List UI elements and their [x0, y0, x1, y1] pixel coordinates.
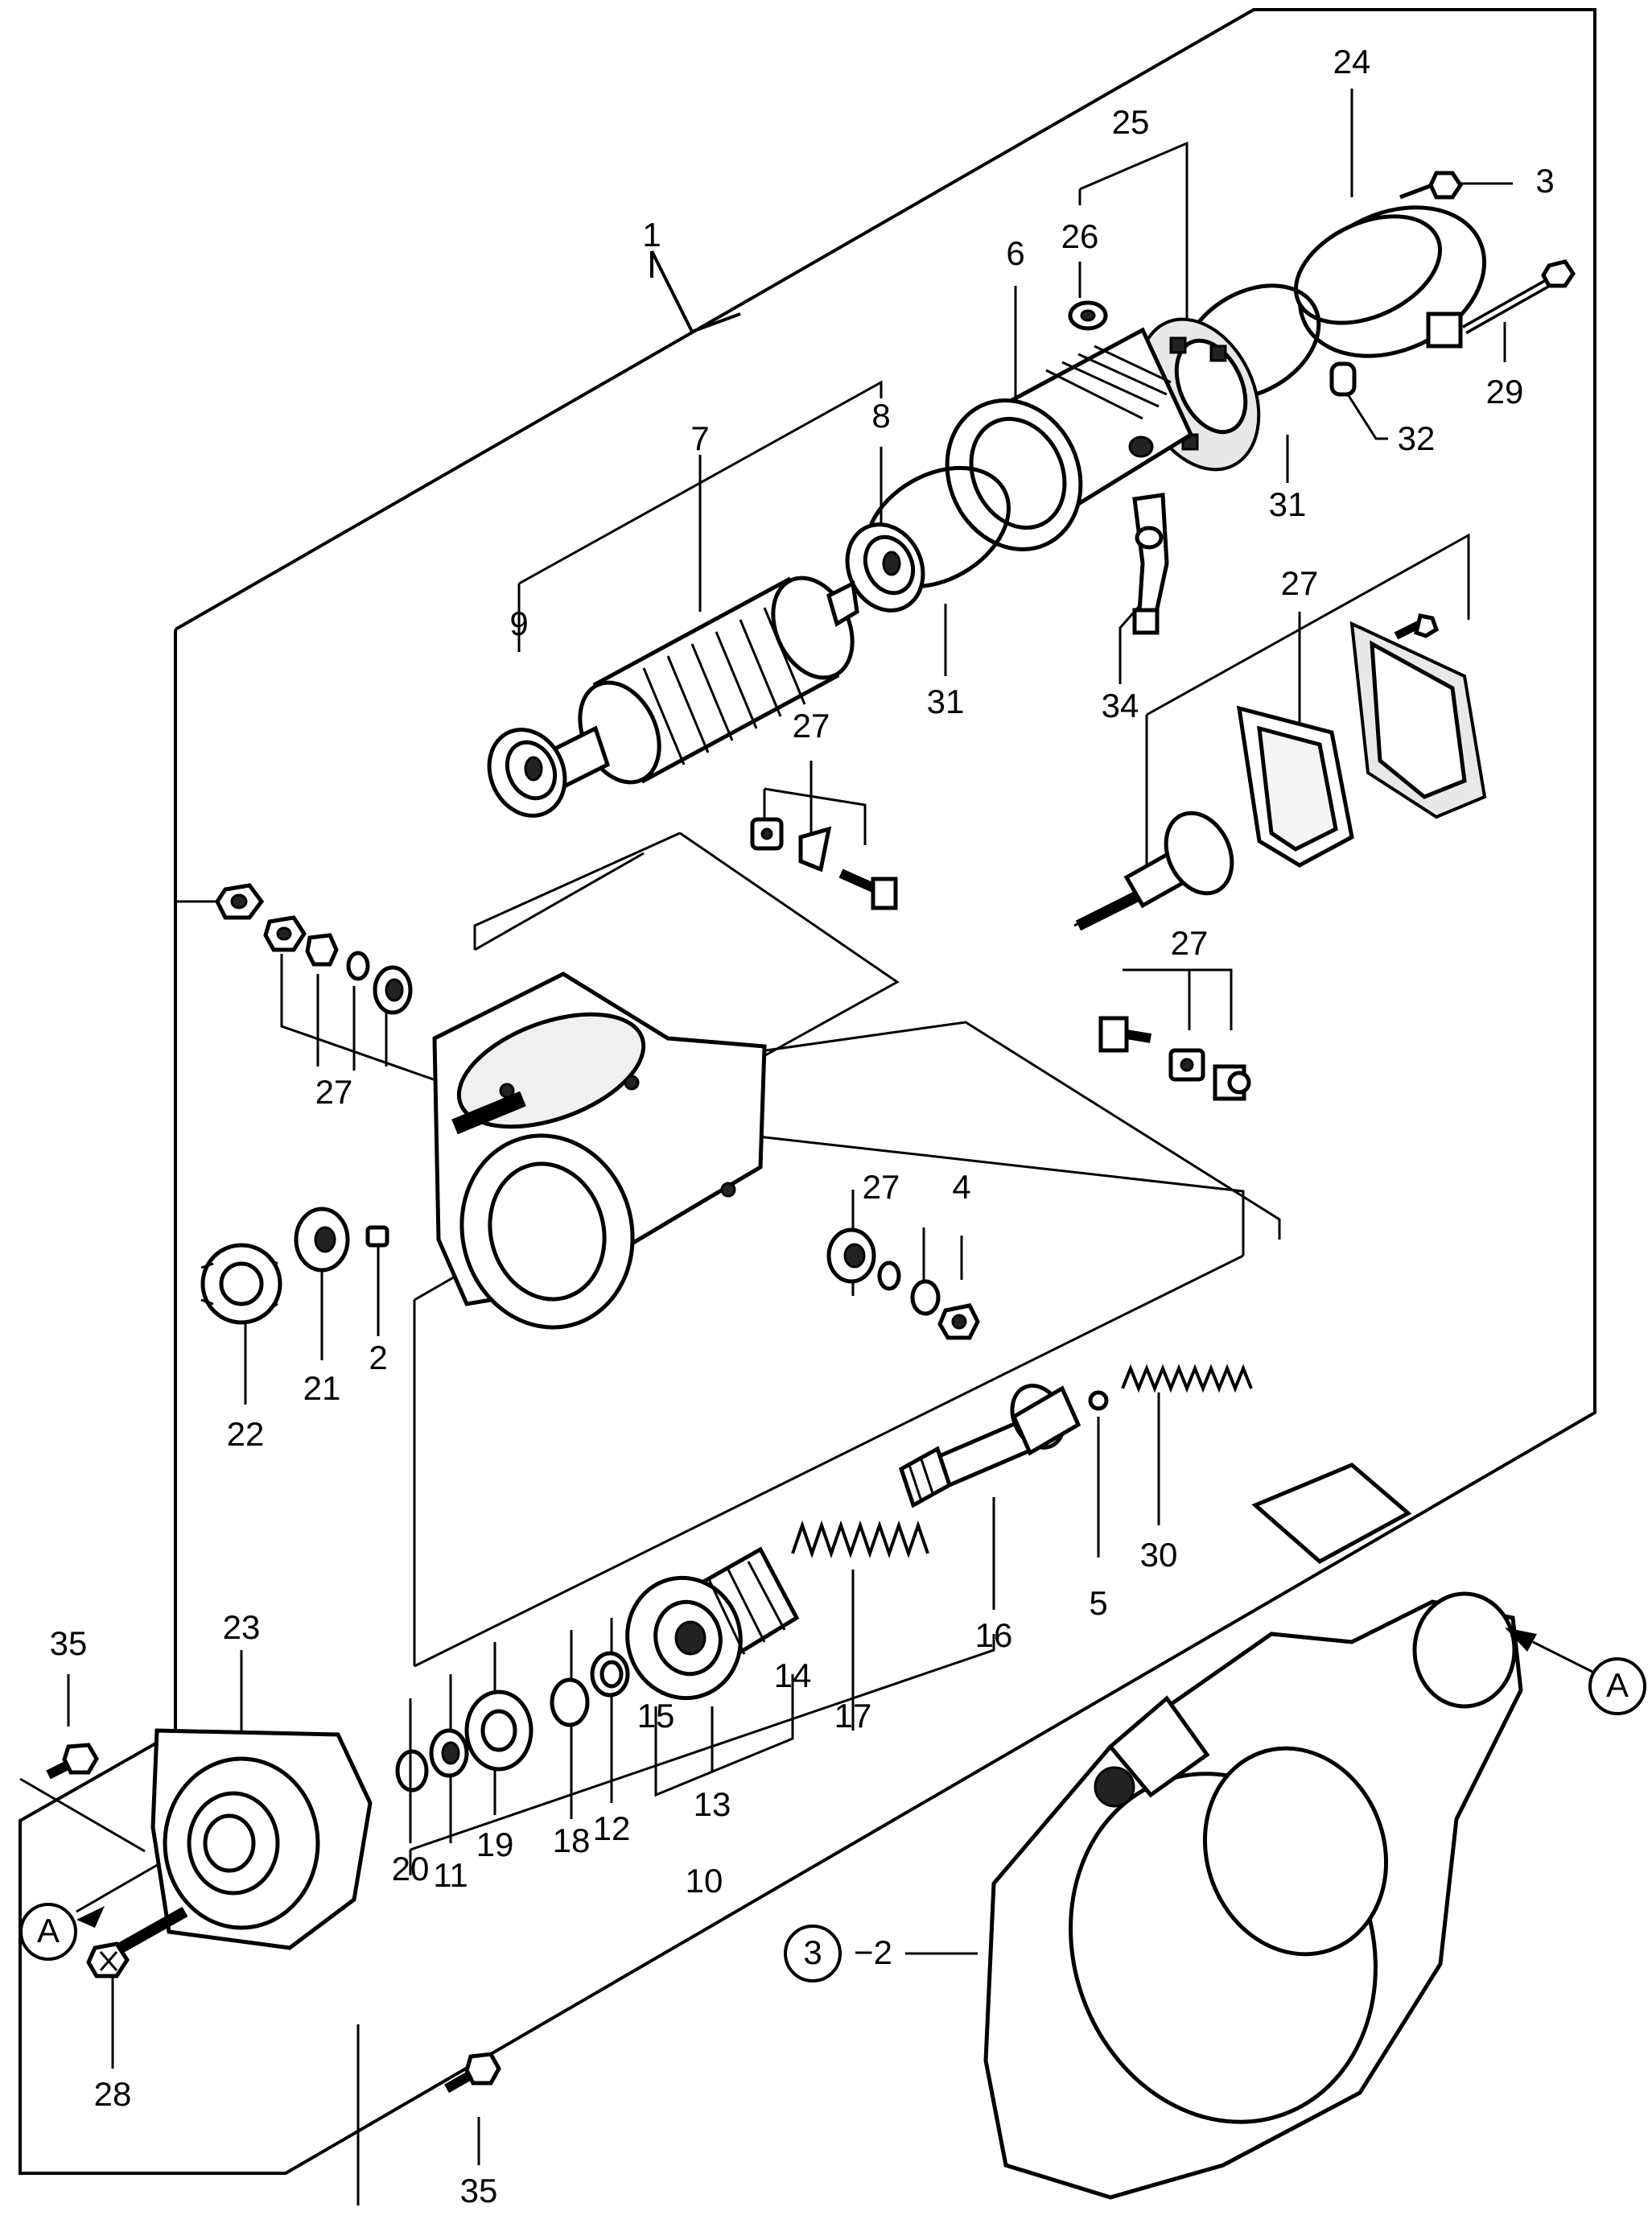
callout-22: 22	[227, 1415, 265, 1453]
callout-29: 29	[1486, 373, 1524, 411]
callout-12: 12	[593, 1809, 631, 1847]
clip-26	[1068, 300, 1108, 331]
callout-10: 10	[686, 1862, 723, 1900]
nuts-washers-27-left	[215, 883, 413, 1015]
callout-31-top: 31	[1269, 485, 1307, 523]
callout-25: 25	[1112, 103, 1150, 141]
callout-8: 8	[871, 397, 890, 435]
callout-27-gasket: 27	[1281, 564, 1319, 602]
magnet-cover	[1349, 613, 1487, 819]
callout-15: 15	[637, 1697, 675, 1735]
callout-16: 16	[975, 1616, 1013, 1654]
callout-21: 21	[303, 1369, 341, 1407]
spring-17	[791, 1520, 929, 1559]
flywheel-housing	[983, 1463, 1523, 2200]
callout-24: 24	[1333, 43, 1371, 80]
pinion-shaft	[898, 1384, 1109, 1508]
overrunning-clutch	[625, 1546, 800, 1701]
callout-13: 13	[694, 1785, 731, 1823]
drive-pin-collar-gear	[200, 1207, 389, 1325]
bolt-35-upper	[46, 1743, 99, 1780]
bolt-35-lower	[444, 2052, 501, 2094]
callout-labels: 1 2 3 4 5 6 7 8 9 10 11 12 13 14 15 16 1…	[50, 43, 1555, 2209]
bearing-8	[845, 522, 925, 613]
callout-6: 6	[1006, 234, 1024, 272]
callout-35-lower: 35	[460, 2172, 498, 2209]
ref-a-right: A	[1505, 1628, 1646, 1715]
front-bracket-23	[150, 1728, 373, 1950]
bearing-9	[487, 728, 567, 818]
assembly-frame	[19, 8, 1596, 2175]
drive-housing	[432, 972, 767, 1330]
callout-3: 3	[1535, 162, 1554, 200]
gasket-27	[1236, 705, 1354, 868]
ref-a-left-label: A	[37, 1912, 60, 1949]
callout-19: 19	[476, 1826, 514, 1863]
plunger	[1075, 811, 1234, 931]
through-bolt-29	[1462, 259, 1576, 335]
shift-lever-34	[1132, 493, 1169, 635]
bolt-28	[86, 1906, 188, 1978]
yoke-cover-ring	[1293, 205, 1487, 397]
figure-ref-suffix: −2	[854, 1933, 892, 1971]
callout-5: 5	[1089, 1584, 1107, 1622]
callout-26: 26	[1061, 217, 1099, 255]
callout-9: 9	[509, 604, 528, 642]
callout-32: 32	[1398, 419, 1436, 457]
callout-30: 30	[1140, 1536, 1178, 1574]
callout-14: 14	[774, 1656, 812, 1694]
callout-34: 34	[1102, 687, 1139, 724]
pinion-small-parts	[395, 1651, 630, 1793]
figure-ref-number: 3	[803, 1933, 822, 1971]
yoke-6	[945, 327, 1194, 551]
callout-35-upper: 35	[50, 1624, 88, 1662]
callout-11: 11	[433, 1856, 468, 1894]
callout-2: 2	[369, 1339, 387, 1376]
callout-31-left: 31	[927, 683, 965, 720]
figure-ref-3-2: 3 −2	[784, 1925, 892, 1982]
terminal-parts-27-right	[1098, 1016, 1251, 1101]
seal-nut-4	[826, 1227, 980, 1340]
callout-27-frame-left: 27	[315, 1073, 353, 1111]
callout-18: 18	[553, 1821, 591, 1859]
callout-4: 4	[952, 1168, 970, 1206]
callout-27-terminal-right: 27	[1171, 924, 1209, 962]
armature-7	[544, 576, 859, 792]
callout-7: 7	[690, 419, 709, 457]
bolt-3	[1399, 171, 1464, 200]
callout-1: 1	[642, 216, 661, 254]
callout-28: 28	[94, 2075, 132, 2113]
callout-20: 20	[392, 1850, 430, 1888]
callout-27-seal: 27	[863, 1168, 900, 1206]
spring-30	[1121, 1364, 1253, 1393]
callout-27-terminal-mid: 27	[793, 707, 830, 745]
callout-23: 23	[223, 1608, 261, 1646]
callout-17: 17	[834, 1697, 872, 1735]
ref-a-right-label: A	[1606, 1666, 1629, 1704]
ref-a-left: A	[19, 1903, 105, 1961]
terminal-parts-27-mid	[750, 817, 898, 910]
